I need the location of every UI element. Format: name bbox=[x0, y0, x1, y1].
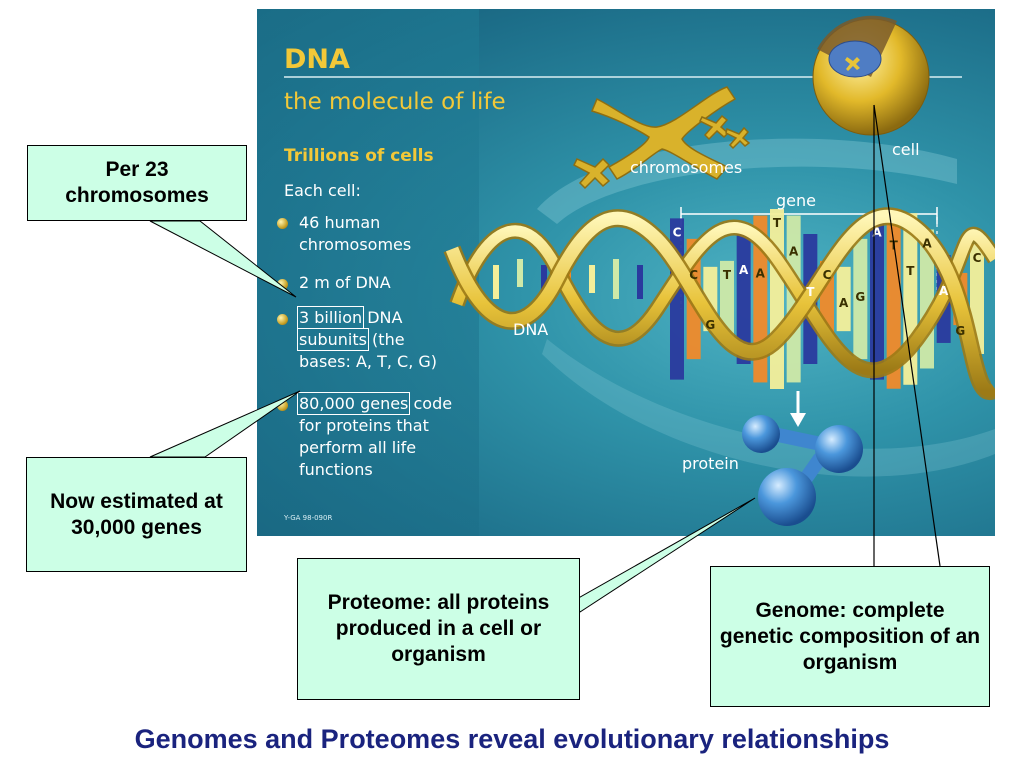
chromosomes-label: chromosomes bbox=[630, 158, 743, 177]
base-pair-rung bbox=[517, 259, 523, 287]
bullet-text: DNA bbox=[362, 308, 403, 327]
pointer-genome-right bbox=[873, 104, 941, 567]
bullet-text: chromosomes bbox=[299, 235, 412, 254]
callout-genome: Genome: complete genetic composition of … bbox=[710, 566, 990, 707]
each-cell-label: Each cell: bbox=[284, 181, 361, 200]
base-pair-rung bbox=[589, 265, 595, 293]
bullet-text: 2 m of DNA bbox=[299, 273, 391, 292]
bullet-icon bbox=[277, 400, 288, 411]
callout-text: Proteome: all proteins produced in a cel… bbox=[327, 591, 550, 666]
callout-text: Genome: complete genetic composition of … bbox=[719, 598, 981, 674]
base-letter: G bbox=[705, 318, 715, 332]
base-pair-rung bbox=[886, 209, 901, 389]
poster-subtitle: the molecule of life bbox=[284, 89, 506, 115]
dna-label: DNA bbox=[513, 320, 549, 339]
pointer-chromosomes bbox=[149, 220, 297, 298]
callout-text: Now estimated at 30,000 genes bbox=[50, 489, 223, 539]
poster-title: DNA bbox=[284, 44, 350, 75]
text-panel-background bbox=[257, 9, 479, 536]
cell-graphic bbox=[812, 15, 930, 136]
boxed-80000-genes: 80,000 genes bbox=[296, 392, 411, 415]
base-letter: T bbox=[773, 216, 782, 230]
base-letter: C bbox=[689, 268, 698, 282]
gene-label: gene bbox=[776, 191, 816, 210]
protein-graphic bbox=[742, 415, 863, 526]
bullet-icon bbox=[277, 279, 288, 290]
bullet-bases: 3 billion DNA subunits (the bases: A, T,… bbox=[296, 306, 437, 373]
boxed-3-billion: 3 billion bbox=[296, 306, 365, 329]
bullet-genes: 80,000 genes code for proteins that perf… bbox=[296, 392, 453, 481]
base-letter: G bbox=[955, 324, 965, 338]
base-letter: A bbox=[756, 267, 766, 281]
poster-code: Y-GA 98-090R bbox=[284, 514, 333, 522]
down-arrow bbox=[790, 391, 806, 427]
base-letter: T bbox=[906, 264, 915, 278]
base-pair-rung bbox=[637, 265, 643, 299]
pointer-genes bbox=[149, 390, 301, 458]
base-letter: A bbox=[739, 263, 749, 277]
bullet-text: for proteins that bbox=[299, 416, 429, 435]
bullet-icon bbox=[277, 218, 288, 229]
bullet-text: functions bbox=[299, 460, 373, 479]
base-letter: C bbox=[823, 268, 832, 282]
bullet-text: perform all life bbox=[299, 438, 417, 457]
bullet-icon bbox=[277, 314, 288, 325]
base-letter: C bbox=[973, 251, 982, 265]
protein-label: protein bbox=[682, 454, 739, 473]
base-pair-rung bbox=[613, 259, 619, 299]
bullet-text: 46 human bbox=[299, 213, 381, 232]
cells-heading: Trillions of cells bbox=[284, 146, 434, 166]
bullet-dna-length: 2 m of DNA bbox=[299, 272, 391, 294]
base-letter: C bbox=[673, 225, 682, 239]
callout-chromosomes: Per 23 chromosomes bbox=[27, 145, 247, 221]
base-pair-rung bbox=[493, 265, 499, 299]
base-pair-rung bbox=[786, 215, 801, 383]
base-letter: A bbox=[872, 225, 882, 239]
base-letter: A bbox=[839, 296, 849, 310]
base-pair-rung bbox=[836, 266, 851, 332]
bullet-text: (the bbox=[366, 330, 405, 349]
cell-label: cell bbox=[892, 140, 920, 159]
base-letter: T bbox=[723, 268, 732, 282]
base-letter: A bbox=[789, 245, 799, 259]
callout-proteome: Proteome: all proteins produced in a cel… bbox=[297, 558, 580, 700]
bullet-text: code bbox=[408, 394, 453, 413]
base-letter: T bbox=[806, 285, 815, 299]
chromosome-graphic bbox=[573, 86, 751, 190]
base-letter: A bbox=[922, 237, 932, 251]
base-letter: A bbox=[939, 284, 949, 298]
slide-title: Genomes and Proteomes reveal evolutionar… bbox=[134, 724, 890, 754]
bullet-chromosomes: 46 human chromosomes bbox=[299, 212, 411, 256]
base-letter: G bbox=[855, 290, 865, 304]
boxed-subunits: subunits bbox=[297, 328, 369, 351]
callout-genes: Now estimated at 30,000 genes bbox=[26, 457, 247, 572]
bullet-text: bases: A, T, C, G) bbox=[299, 352, 437, 371]
base-pair-rung bbox=[720, 260, 734, 338]
callout-text: Per 23 chromosomes bbox=[65, 158, 209, 207]
base-pair-rung bbox=[853, 238, 868, 360]
base-pair-rung bbox=[736, 234, 751, 364]
dna-helix bbox=[443, 207, 995, 401]
